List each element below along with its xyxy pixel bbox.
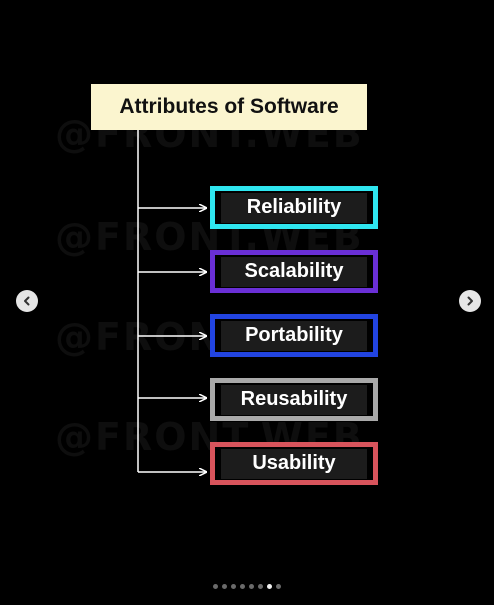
pagination-dot[interactable] — [276, 584, 281, 589]
pagination-dot[interactable] — [240, 584, 245, 589]
next-slide-button[interactable] — [459, 290, 481, 312]
pagination-dot-active[interactable] — [267, 584, 272, 589]
chevron-left-icon — [24, 296, 30, 306]
attribute-label: Portability — [245, 324, 343, 346]
attribute-label-panel: Reliability — [221, 192, 367, 223]
carousel-pagination — [0, 584, 494, 589]
previous-slide-button[interactable] — [16, 290, 38, 312]
attribute-label: Usability — [252, 452, 336, 474]
attribute-label: Reliability — [246, 196, 342, 218]
diagram-title-box: Attributes of Software — [91, 84, 367, 130]
attribute-box-portability: Portability — [210, 314, 378, 357]
attribute-label-panel: Scalability — [221, 256, 367, 287]
attribute-label: Scalability — [244, 260, 344, 282]
pagination-dot[interactable] — [213, 584, 218, 589]
diagram-title: Attributes of Software — [119, 95, 339, 118]
attribute-box-reusability: Reusability — [210, 378, 378, 421]
pagination-dot[interactable] — [249, 584, 254, 589]
attribute-label-panel: Portability — [221, 320, 367, 351]
attribute-label-panel: Usability — [221, 448, 367, 479]
pagination-dot[interactable] — [222, 584, 227, 589]
attribute-label-panel: Reusability — [221, 384, 367, 415]
pagination-dot[interactable] — [258, 584, 263, 589]
pagination-dot[interactable] — [231, 584, 236, 589]
attribute-label: Reusability — [240, 388, 348, 410]
chevron-right-icon — [467, 296, 473, 306]
attribute-box-usability: Usability — [210, 442, 378, 485]
attribute-box-reliability: Reliability — [210, 186, 378, 229]
attribute-box-scalability: Scalability — [210, 250, 378, 293]
